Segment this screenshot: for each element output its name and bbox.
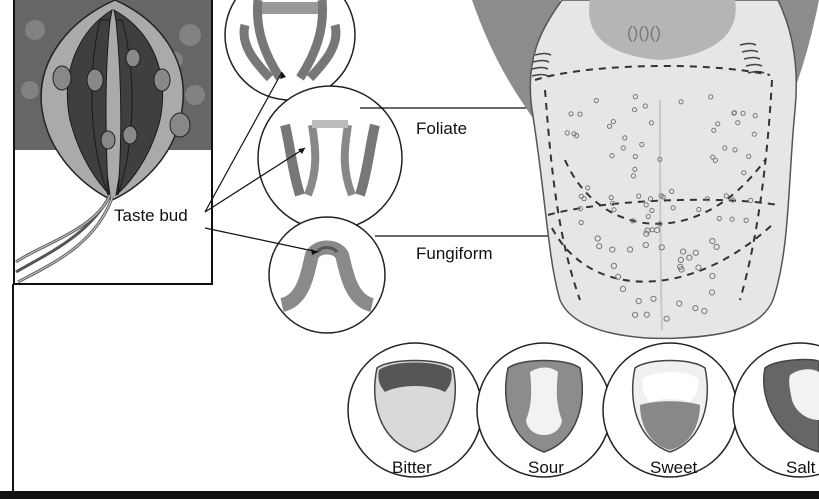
- sour-label: Sour: [528, 459, 564, 476]
- fungiform-label: Fungiform: [416, 245, 493, 262]
- circumvallate-marks: ()()(): [627, 23, 661, 42]
- tongue-illustration: [472, 0, 819, 338]
- circumvallate-papilla-circle: [225, 0, 355, 100]
- salt-label: Salt: [786, 459, 815, 476]
- taste-map-circles: [348, 343, 819, 477]
- taste-bud-panel: [14, 0, 212, 284]
- foliate-label: Foliate: [416, 120, 467, 137]
- taste-bud-label: Taste bud: [113, 207, 189, 224]
- bottom-border: [0, 491, 819, 499]
- bitter-label: Bitter: [392, 459, 432, 476]
- sweet-label: Sweet: [650, 459, 697, 476]
- fungiform-papilla-circle: [269, 217, 385, 333]
